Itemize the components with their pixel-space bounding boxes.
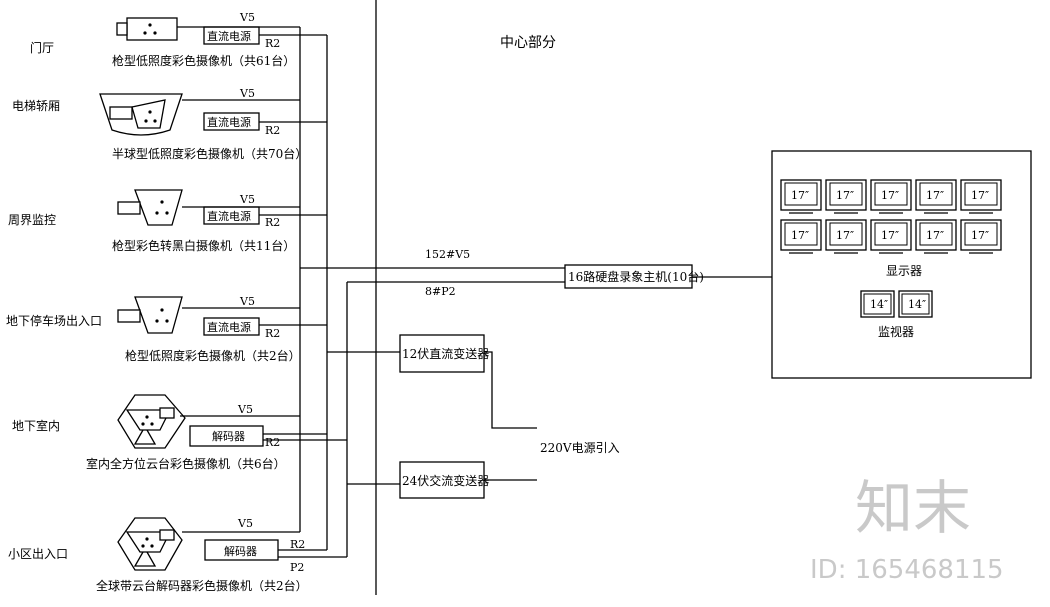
- dc-power-label-1: 直流电源: [207, 29, 251, 43]
- watermark-logo: 知末: [855, 474, 971, 542]
- screen-size-label: 17″: [926, 189, 944, 202]
- zone-label-elevator: 电梯轿厢: [12, 98, 60, 113]
- zone-label-perimeter: 周界监控: [8, 213, 56, 227]
- display-screen: 17″: [915, 179, 957, 214]
- gun-camera-icon: [117, 189, 183, 226]
- monitor-row: 14″ 14″: [860, 290, 933, 318]
- decoder-label-5: 解码器: [212, 429, 245, 443]
- display-screen: 17″: [960, 219, 1002, 254]
- v5-label: V5: [239, 193, 255, 206]
- decoder-label-6: 解码器: [224, 544, 257, 558]
- display-label: 显示器: [886, 264, 922, 278]
- display-screen: 17″: [870, 179, 912, 214]
- gun-camera-icon: [117, 296, 183, 334]
- dc-power-label-4: 直流电源: [207, 320, 251, 334]
- ac-transformer-label: 24伏交流变送器: [402, 473, 489, 488]
- v5-label: V5: [237, 403, 253, 416]
- surveillance-monitor: 14″: [898, 290, 933, 318]
- display-screen: 17″: [825, 219, 867, 254]
- ptz-camera-icon: [117, 394, 186, 449]
- display-screen: 17″: [825, 179, 867, 214]
- gun-camera-icon: [116, 17, 178, 41]
- camera-label-1: 枪型低照度彩色摄像机（共61台）: [112, 53, 295, 68]
- camera-label-6: 全球带云台解码器彩色摄像机（共2台）: [96, 578, 308, 593]
- dc-power-box-4: [203, 317, 260, 336]
- ptz-camera-icon: [117, 517, 183, 571]
- v5-label: V5: [239, 295, 255, 308]
- r2-label: R2: [265, 327, 280, 340]
- screen-size-label: 17″: [971, 189, 989, 202]
- screen-size-label: 17″: [836, 229, 854, 242]
- monitor-size-label: 14″: [908, 298, 926, 311]
- decoder-box-5: [189, 425, 264, 447]
- screen-size-label: 17″: [881, 229, 899, 242]
- r2-label: R2: [265, 216, 280, 229]
- section-title: 中心部分: [500, 35, 556, 51]
- display-screen: 17″: [780, 179, 822, 214]
- zone-label-basement: 地下室内: [12, 418, 60, 433]
- watermark-id: ID: 165468115: [810, 555, 1004, 585]
- screen-grid: 17″ 17″ 17″ 17″ 17″ 17″ 17″ 17″ 17″ 17″: [780, 179, 1002, 254]
- dome-camera-icon: [99, 93, 183, 136]
- monitor-label: 监视器: [878, 324, 914, 339]
- dc-transformer-power: [484, 351, 537, 429]
- zone-label-parking: 地下停车场出入口: [6, 313, 102, 328]
- v5-label: V5: [237, 517, 253, 530]
- display-screen: 17″: [960, 179, 1002, 214]
- r2-label: R2: [290, 538, 305, 551]
- screen-size-label: 17″: [791, 229, 809, 242]
- camera-label-4: 枪型低照度彩色摄像机（共2台）: [125, 348, 301, 363]
- dc-power-label-2: 直流电源: [207, 115, 251, 129]
- dvr-label: 16路硬盘录象主机(10台): [568, 269, 704, 284]
- display-screen: 17″: [915, 219, 957, 254]
- camera-label-2: 半球型低照度彩色摄像机（共70台）: [112, 146, 307, 161]
- monitor-size-label: 14″: [870, 298, 888, 311]
- zone-label-entrance: 小区出入口: [8, 547, 68, 561]
- main-p2-label: 8#P2: [425, 285, 456, 298]
- camera-label-3: 枪型彩色转黑白摄像机（共11台）: [112, 238, 295, 253]
- screen-size-label: 17″: [881, 189, 899, 202]
- p2-label: P2: [290, 561, 304, 574]
- screen-size-label: 17″: [926, 229, 944, 242]
- r2-label: R2: [265, 124, 280, 137]
- surveillance-monitor: 14″: [860, 290, 895, 318]
- ac-transformer-box: [399, 461, 485, 499]
- screen-size-label: 17″: [791, 189, 809, 202]
- screen-size-label: 17″: [836, 189, 854, 202]
- screen-size-label: 17″: [971, 229, 989, 242]
- display-screen: 17″: [780, 219, 822, 254]
- v5-label: V5: [239, 87, 255, 100]
- display-screen: 17″: [870, 219, 912, 254]
- dc-transformer-label: 12伏直流变送器: [402, 346, 489, 361]
- r2-label: R2: [265, 436, 280, 449]
- power-input-label: 220V电源引入: [540, 441, 620, 455]
- v5-label: V5: [239, 11, 255, 24]
- zone-label-lobby: 门厅: [30, 40, 54, 55]
- dc-transformer-box: [399, 334, 485, 373]
- r2-label: R2: [265, 37, 280, 50]
- main-v5-label: 152#V5: [425, 248, 470, 261]
- camera-label-5: 室内全方位云台彩色摄像机（共6台）: [86, 456, 286, 471]
- dc-power-label-3: 直流电源: [207, 209, 251, 223]
